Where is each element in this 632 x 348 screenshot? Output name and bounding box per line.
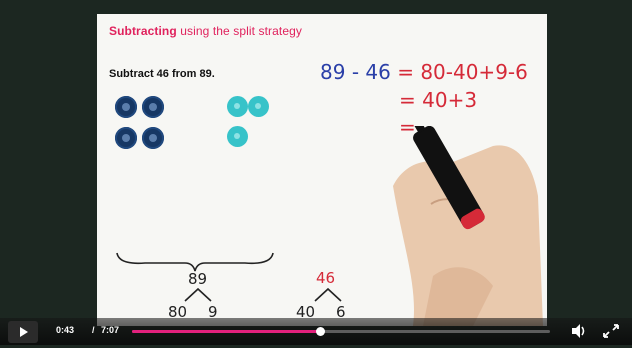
slide-title-bold: Subtracting [109,24,177,38]
current-time: 0:43 [56,325,75,335]
hand-with-marker-image [393,126,543,326]
tens-counter [115,96,137,118]
equation-expansion: = 80-40+9-6 [397,60,528,84]
split-right-part-tens: 40 [296,303,316,321]
equation-line-3: = [399,115,416,139]
play-button[interactable] [8,321,38,343]
seek-progress [132,330,321,333]
equation-line-1: 89 - 46 = 80-40+9-6 [320,60,528,84]
split-right-part-ones: 6 [336,303,346,321]
split-left-branches [184,287,212,302]
video-frame[interactable]: Subtracting using the split strategy Sub… [97,14,547,326]
ones-counter [248,96,269,117]
task-text: Subtract 46 from 89. [109,68,215,80]
equation-lhs-a: 89 [320,60,346,84]
split-left-part-tens: 80 [168,303,188,321]
duration: 7:07 [101,325,120,335]
seek-bar[interactable] [132,327,550,336]
ones-counter [227,126,248,147]
tens-counter [115,127,137,149]
tens-counter [142,96,164,118]
volume-button[interactable] [570,323,588,344]
control-bar: 0:43 / 7:07 [0,318,632,345]
volume-icon [572,324,585,338]
equation-lhs-b: 46 [365,60,391,84]
slide-title-rest: using the split strategy [176,24,303,38]
slide-title: Subtracting using the split strategy [109,24,302,38]
split-left-part-ones: 9 [208,303,218,321]
fullscreen-button[interactable] [602,323,620,344]
equation-line-2: = 40+3 [399,88,478,112]
ones-counter [227,96,248,117]
tens-counter [142,127,164,149]
fullscreen-icon [603,324,619,338]
seek-handle[interactable] [316,327,326,336]
curly-brace [116,252,274,272]
time-separator: / [92,325,95,335]
split-right-branches [314,287,342,302]
split-right-number: 46 [316,269,336,287]
split-left-number: 89 [188,270,208,288]
equation-minus: - [351,60,360,84]
play-icon [20,327,28,337]
